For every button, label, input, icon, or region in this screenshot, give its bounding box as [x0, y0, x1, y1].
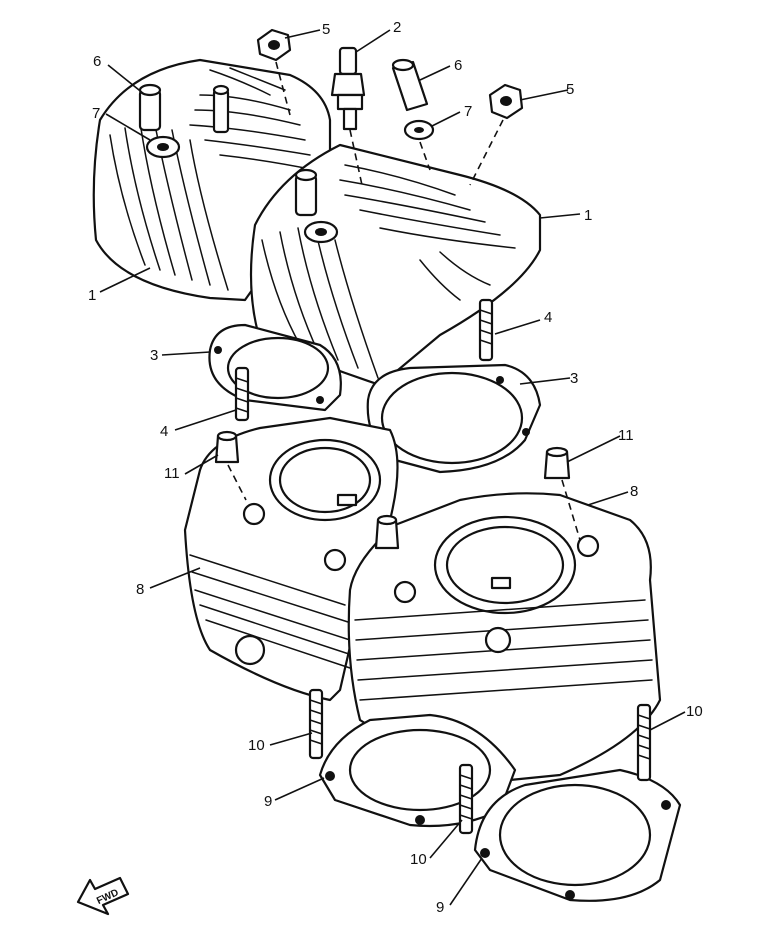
- stud-6-left: [138, 83, 162, 132]
- dowel-11-mid: [374, 514, 400, 550]
- dowel-11-left: [214, 430, 240, 464]
- stud-10-left: [308, 688, 324, 760]
- cylinder-head-right: [249, 143, 542, 387]
- base-gasket-9-right: [473, 768, 682, 902]
- dowel-11-right: [543, 446, 571, 480]
- stud-6-right: [391, 58, 429, 112]
- callout-7-right: 7: [464, 103, 472, 120]
- callout-5-top: 5: [322, 21, 330, 38]
- cap-nut-5-right: [488, 83, 524, 120]
- stud-4-left: [234, 366, 250, 422]
- head-gasket-3-right: [366, 363, 542, 474]
- stud-6-right-head: [294, 168, 318, 217]
- callout-10-left: 10: [248, 737, 265, 754]
- callout-6-left: 6: [93, 53, 101, 70]
- callout-9-left: 9: [264, 793, 272, 810]
- callout-8-right: 8: [630, 483, 638, 500]
- callout-8-left: 8: [136, 581, 144, 598]
- forward-direction-arrow: FWD: [76, 876, 130, 916]
- callout-4-right: 4: [544, 309, 552, 326]
- callout-11-right: 11: [618, 427, 634, 444]
- spark-plug-left: [212, 84, 230, 134]
- callout-2: 2: [393, 19, 401, 36]
- callout-7-left: 7: [92, 105, 100, 122]
- callout-4-left: 4: [160, 423, 168, 440]
- spark-plug-2: [330, 46, 366, 131]
- callout-1-right: 1: [584, 207, 592, 224]
- callout-3-left: 3: [150, 347, 158, 364]
- callout-10-bottom: 10: [410, 851, 427, 868]
- callout-6-right: 6: [454, 57, 462, 74]
- callout-3-right: 3: [570, 370, 578, 387]
- cylinder-8-left: [183, 416, 399, 702]
- stud-10-mid: [458, 763, 474, 835]
- callout-1-left: 1: [88, 287, 96, 304]
- stud-10-right: [636, 703, 652, 782]
- cap-nut-5-left: [256, 28, 292, 62]
- stud-4-right: [478, 298, 494, 362]
- callout-numbers: 6 7 5 2 6 7 5 1 1 3 3 4 4 11 11 8 8 10 1…: [88, 19, 703, 916]
- callout-5-right: 5: [566, 81, 574, 98]
- callout-9-bottom: 9: [436, 899, 444, 916]
- callout-leaders: [99, 29, 686, 906]
- callout-11-left: 11: [164, 465, 180, 482]
- callout-10-right: 10: [686, 703, 703, 720]
